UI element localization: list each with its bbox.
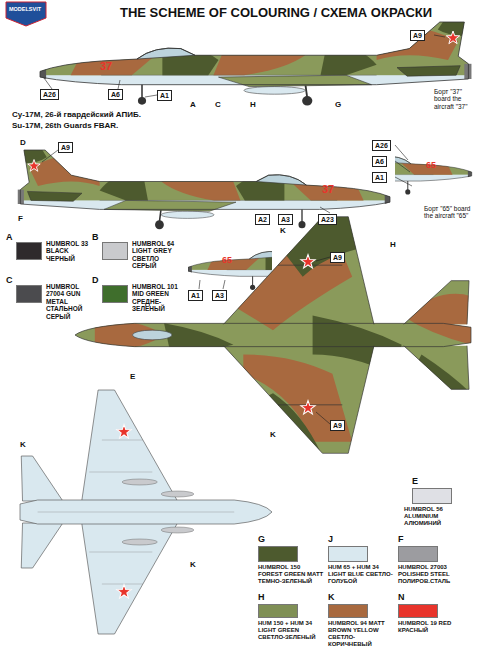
callout-box: A9	[58, 142, 73, 153]
color-swatch	[398, 604, 438, 618]
color-swatch	[398, 546, 438, 562]
callout-box: A9	[330, 420, 345, 431]
color-swatch	[258, 604, 298, 618]
paint-letter: H	[258, 592, 265, 602]
callout-box: A1	[157, 90, 172, 101]
color-swatch	[412, 488, 452, 504]
callout-number: A1	[160, 92, 169, 99]
callout-number: A3	[281, 216, 290, 223]
paint-name: HUMBROL 94 MATT BROWN YELLOW СВЕТЛО-КОРИ…	[328, 620, 396, 648]
callout-number: A6	[111, 91, 120, 98]
nose-view-65	[197, 136, 472, 195]
red-star	[117, 425, 131, 439]
board-note: Борт "65" board the aircraft "65"	[424, 205, 476, 220]
callout-number: A3	[215, 292, 224, 299]
red-star	[446, 31, 459, 44]
paint-name: HUMBROL 56 ALUMINIUM АЛЮМИНИЙ	[404, 506, 474, 527]
paint-callout: K	[20, 440, 26, 449]
paint-letter: N	[398, 592, 405, 602]
color-swatch	[258, 546, 298, 562]
logo-text: MODELSVIT	[9, 6, 41, 12]
title: THE SCHEME OF COLOURING / СХЕМА ОКРАСКИ	[120, 5, 432, 20]
underside-view	[20, 390, 272, 634]
paint-letter: J	[328, 534, 333, 544]
color-swatch	[102, 285, 128, 303]
paint-letter: E	[412, 476, 418, 486]
color-swatch	[102, 242, 128, 260]
callout-box: A2	[255, 214, 270, 225]
paint-callout: H	[250, 100, 256, 109]
color-swatch	[16, 285, 42, 303]
red-star	[301, 255, 315, 269]
paint-letter: F	[398, 534, 404, 544]
callout-box: A1	[188, 290, 203, 301]
side-view-37-right	[12, 146, 390, 230]
paint-callout: K	[280, 226, 286, 235]
callout-box: A3	[278, 214, 293, 225]
paint-name: HUMBROL 150 FOREST GREEN MATT ТЕМНО-ЗЕЛЕ…	[258, 564, 326, 585]
callout-number: A23	[321, 216, 334, 223]
tail-number: 65	[426, 160, 436, 170]
subtitle: Su-17M, 26th Guards FBAR.	[12, 121, 118, 130]
color-swatch	[16, 242, 42, 260]
paint-name: HUMBROL 33 BLACK ЧЕРНЫЙ	[46, 240, 92, 262]
callout-box: A9	[410, 30, 425, 41]
color-swatch	[328, 604, 368, 618]
callout-number: A6	[375, 158, 384, 165]
callout-box: A6	[108, 89, 123, 100]
paint-letter: K	[328, 592, 335, 602]
callout-box: A1	[372, 172, 387, 183]
callout-number: A9	[333, 422, 342, 429]
callout-box: A9	[330, 252, 345, 263]
tail-number: 37	[100, 60, 112, 73]
callout-number: A9	[413, 32, 422, 39]
paint-letter: B	[92, 232, 99, 242]
tail-number: 65	[222, 255, 232, 265]
paint-callout: C	[215, 100, 221, 109]
red-star	[28, 160, 40, 172]
callout-number: A2	[258, 216, 267, 223]
paint-letter: D	[92, 275, 99, 285]
paint-name: HUM 150 + HUM 34 LIGHT GREEN СВЕТЛО-ЗЕЛЕ…	[258, 620, 326, 641]
paint-callout: F	[18, 214, 23, 223]
subtitle: Су-17М, 26-й гвардейский АПИБ.	[12, 110, 141, 119]
paint-letter: A	[6, 232, 13, 242]
callout-number: A26	[375, 142, 388, 149]
callout-number: A26	[43, 91, 56, 98]
paint-name: HUMBROL 19 RED КРАСНЫЙ	[398, 620, 466, 634]
callout-number: A9	[333, 254, 342, 261]
paint-callout: K	[270, 430, 276, 439]
red-star	[117, 585, 131, 599]
paint-letter: C	[6, 275, 13, 285]
callout-box: A6	[372, 156, 387, 167]
paint-name: HUMBROL 64 LIGHT GREY СВЕТЛО СЕРЫЙ	[132, 240, 180, 270]
paint-letter: G	[258, 534, 265, 544]
paint-callout: A	[190, 100, 196, 109]
callout-box: A23	[318, 214, 337, 225]
paint-callout: K	[190, 560, 196, 569]
side-view-37	[40, 17, 479, 105]
paint-name: HUMBROL 27004 GUN METAL СТАЛЬНОЙ СЕРЫЙ	[46, 283, 92, 320]
paint-callout: E	[130, 372, 135, 381]
callout-box: A26	[372, 140, 391, 151]
callout-box: A26	[40, 89, 59, 100]
paint-name: HUMBROL 27003 POLISHED STEEL ПОЛИРОВ.СТА…	[398, 564, 466, 585]
paint-callout: D	[20, 138, 26, 147]
red-star	[301, 401, 315, 415]
paint-callout: G	[335, 100, 341, 109]
leader-lines	[42, 35, 445, 424]
board-note: Борт "37" board the aircraft "37"	[434, 88, 478, 110]
callout-box: A3	[212, 290, 227, 301]
tail-number: 37	[322, 183, 334, 196]
logo-badge	[6, 2, 46, 26]
color-swatch	[328, 546, 368, 562]
callout-number: A1	[375, 174, 384, 181]
paint-name: HUMBROL 101 MID GREEN СРЕДНЕ-ЗЕЛЕНЫЙ	[132, 283, 180, 313]
paint-name: HUM 65 + HUM 34 LIGHT BLUE СВЕТЛО-ГОЛУБО…	[328, 564, 396, 585]
callout-number: A9	[61, 144, 70, 151]
callout-number: A1	[191, 292, 200, 299]
paint-callout: H	[390, 240, 396, 249]
